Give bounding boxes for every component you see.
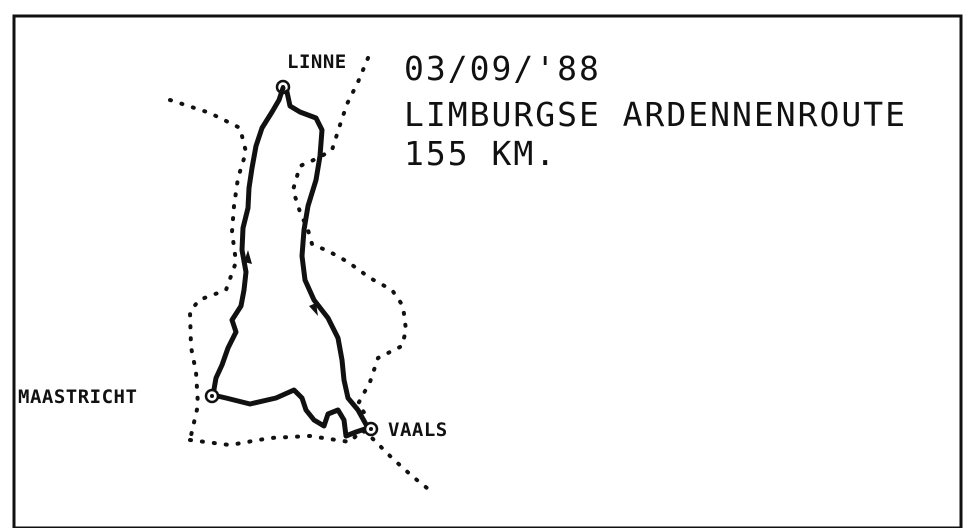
border-south bbox=[188, 427, 434, 494]
marker-linne bbox=[275, 79, 291, 95]
route-date: 03/09/'88 bbox=[404, 49, 601, 88]
map-frame bbox=[12, 14, 963, 528]
arrow-south bbox=[244, 250, 252, 264]
marker-maastricht bbox=[204, 388, 220, 404]
route-name: LIMBURGSE ARDENNENROUTE bbox=[404, 95, 907, 134]
border-west bbox=[168, 98, 249, 442]
label-linne: LINNE bbox=[287, 51, 347, 73]
label-maastricht: MAASTRICHT bbox=[18, 386, 137, 408]
marker-vaals bbox=[363, 421, 379, 437]
arrow-north bbox=[309, 303, 318, 316]
route-line bbox=[210, 85, 371, 439]
route-distance: 155 KM. bbox=[404, 134, 557, 173]
label-vaals: VAALS bbox=[388, 419, 448, 441]
border-east bbox=[290, 56, 409, 420]
